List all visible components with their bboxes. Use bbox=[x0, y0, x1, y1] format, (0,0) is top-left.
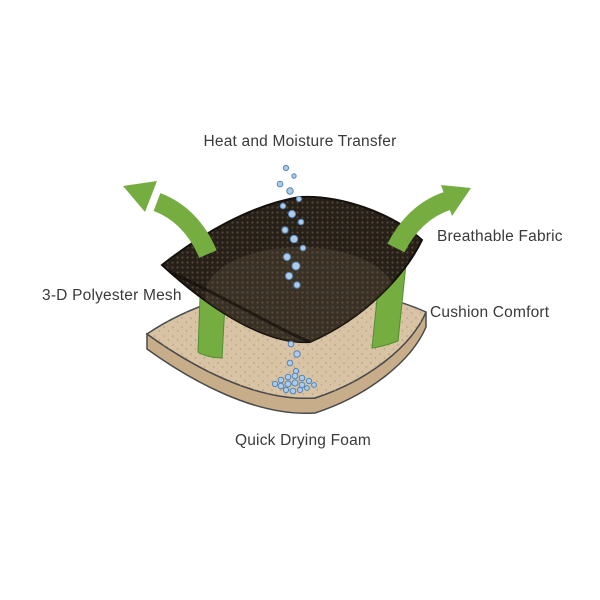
label-cushion-comfort: Cushion Comfort bbox=[430, 304, 550, 321]
airflow-arrow-left-head bbox=[123, 181, 157, 212]
airflow-arrows bbox=[123, 181, 471, 258]
airflow-arrow-right-shaft bbox=[387, 191, 451, 253]
label-heat-and-moisture-transfer: Heat and Moisture Transfer bbox=[203, 133, 397, 150]
mesh-layer bbox=[160, 195, 424, 344]
mesh-fabric-surface bbox=[160, 195, 424, 344]
airflow-arrow-right-head bbox=[441, 185, 471, 216]
label-3d-polyester-mesh: 3-D Polyester Mesh bbox=[42, 287, 182, 304]
label-quick-drying-foam: Quick Drying Foam bbox=[234, 432, 372, 449]
airflow-arrow-left-shaft bbox=[153, 193, 217, 258]
mesh-fold-line bbox=[169, 270, 311, 343]
moisture-bubbles bbox=[271, 164, 317, 395]
label-breathable-fabric: Breathable Fabric bbox=[437, 228, 563, 245]
mesh-sheen-highlight bbox=[205, 247, 395, 343]
